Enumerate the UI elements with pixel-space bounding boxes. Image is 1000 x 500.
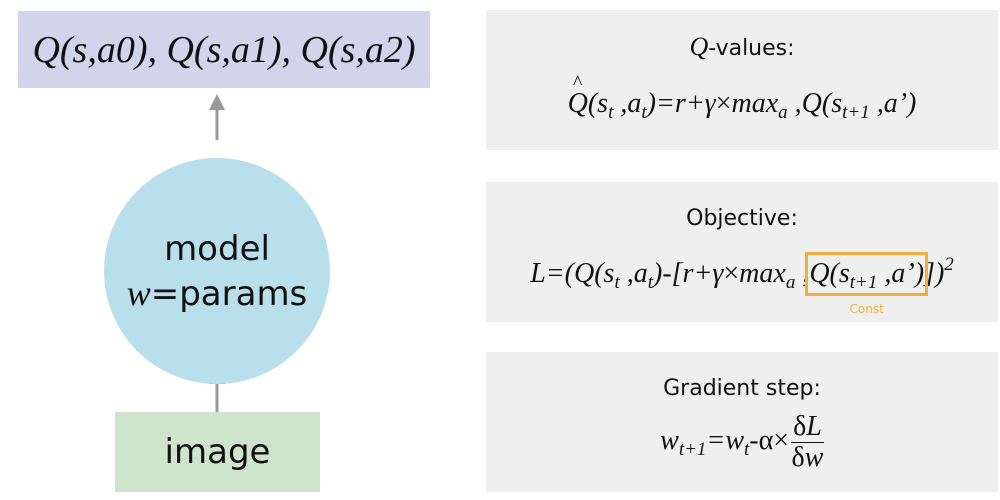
model-params-label: w=params — [127, 271, 308, 316]
objective-title: Objective: — [686, 206, 798, 231]
q-output-text: Q(s,a0), Q(s,a1), Q(s,a2) — [32, 28, 416, 71]
const-label: Const — [849, 302, 884, 316]
model-label: model — [164, 228, 270, 269]
const-box — [805, 252, 929, 296]
q-target-formula: Q(st ,at)=r+γ×maxa ,Q(st+1 ,a’) — [486, 88, 998, 122]
q-output-box: Q(s,a0), Q(s,a1), Q(s,a2) — [18, 11, 430, 88]
q-values-panel: Q-values: Q(st ,at)=r+γ×maxa ,Q(st+1 ,a’… — [486, 10, 998, 150]
image-input-label: image — [164, 432, 271, 472]
param-text: =params — [150, 273, 308, 314]
loss-formula: L=(Q(st ,at)-[r+γ×maxa ,Q(st+1 ,a’)Const… — [530, 252, 954, 316]
model-circle: model w=params — [104, 158, 330, 384]
image-input-box: image — [115, 412, 320, 492]
q-values-title: Q-values: — [689, 32, 795, 61]
param-variable: w — [126, 272, 151, 313]
gradient-title: Gradient step: — [663, 376, 821, 401]
const-highlight: Q(st+1 ,a’)Const — [805, 252, 929, 316]
objective-panel: Objective: L=(Q(st ,at)-[r+γ×maxa ,Q(st+… — [486, 182, 998, 322]
